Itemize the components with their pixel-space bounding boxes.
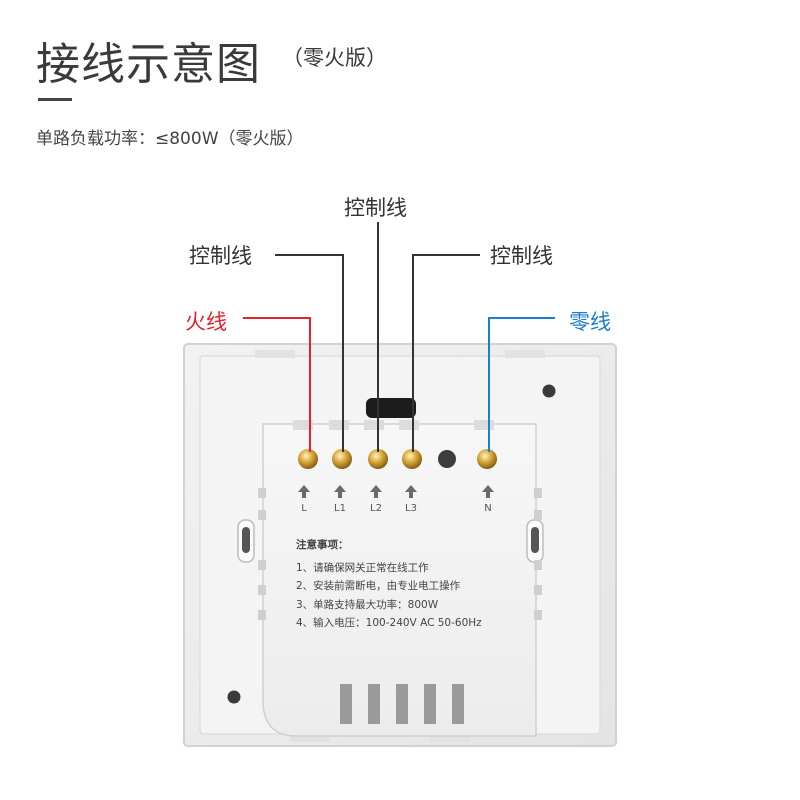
- note-item: 3、单路支持最大功率：800W: [296, 598, 439, 611]
- load-power-spec: 单路负载功率：≤800W（零火版）: [36, 129, 304, 149]
- reset-hole: [438, 450, 456, 468]
- side-slot-dark: [531, 527, 539, 553]
- mounting-hole: [542, 384, 556, 398]
- callout-control-right: 控制线: [490, 244, 553, 268]
- plate-tab: [255, 350, 295, 358]
- terminal-screw-l3: [402, 449, 422, 469]
- callout-live-wire: 火线: [185, 310, 227, 334]
- terminal-screw-l: [298, 449, 318, 469]
- terminal-screw-l2: [368, 449, 388, 469]
- plate-tab: [290, 734, 330, 742]
- plate-tab: [430, 734, 470, 742]
- control-wire-leader-l3: [412, 254, 480, 452]
- note-item: 2、安装前需断电，由专业电工操作: [296, 580, 461, 592]
- terminal-label-l: L: [301, 503, 307, 514]
- neutral-wire-leader: [488, 317, 555, 452]
- terminal-box: [262, 423, 537, 737]
- bottom-vents: [340, 684, 464, 724]
- terminal-screw-n: [477, 449, 497, 469]
- note-item: 1、请确保网关正常在线工作: [296, 561, 429, 574]
- plate-tab: [505, 350, 545, 358]
- callout-control-left: 控制线: [189, 244, 252, 268]
- notes-heading: 注意事项：: [296, 539, 349, 551]
- side-slot-dark: [242, 527, 250, 553]
- notes-block: 注意事项： 1、请确保网关正常在线工作 2、安装前需断电，由专业电工操作 3、单…: [296, 536, 482, 633]
- note-item: 4、输入电压：100-240V AC 50-60Hz: [296, 617, 482, 629]
- terminal-label-l2: L2: [370, 503, 382, 514]
- page-title-note: （零火版）: [282, 46, 387, 70]
- mounting-hole: [227, 690, 241, 704]
- side-ribs: [258, 488, 542, 620]
- live-wire-leader: [243, 317, 311, 452]
- terminal-screws: [298, 449, 497, 469]
- terminal-label-n: N: [484, 503, 492, 514]
- page-title: 接线示意图: [36, 39, 261, 90]
- terminal-arrows: [298, 485, 494, 498]
- callout-neutral-wire: 零线: [569, 310, 611, 334]
- title-underline: [38, 98, 72, 101]
- terminal-label-l3: L3: [405, 503, 417, 514]
- center-tab: [366, 398, 416, 418]
- terminal-label-l1: L1: [334, 503, 346, 514]
- terminal-screw-l1: [332, 449, 352, 469]
- control-wire-leaders: [275, 222, 480, 452]
- control-wire-leader-l1: [275, 254, 344, 452]
- callout-control-top: 控制线: [344, 196, 407, 220]
- top-lugs: [293, 420, 494, 430]
